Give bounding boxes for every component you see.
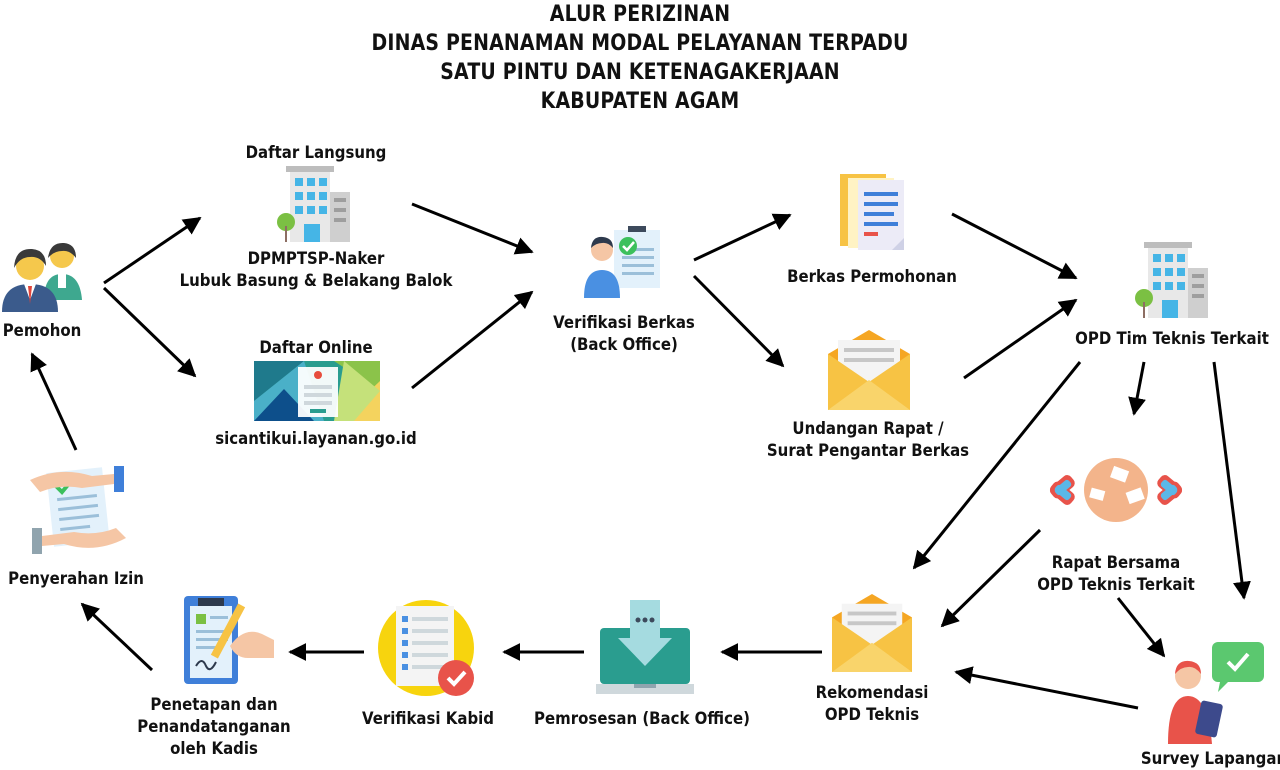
survey-lapangan-label: Survey Lapangan: [1140, 749, 1280, 769]
arrow-verifikasi-to-berkas: [693, 213, 792, 262]
arrow-berkas-to-opd: [951, 212, 1078, 280]
users-icon: [2, 242, 82, 312]
verifikasi-berkas-label: Verifikasi Berkas (Back Office): [553, 312, 695, 356]
daftar-langsung-office-label: DPMPTSP-Naker Lubuk Basung & Belakang Ba…: [180, 248, 453, 292]
rekomendasi-line-2: OPD Teknis: [824, 705, 920, 725]
signing-document-icon: [184, 596, 274, 684]
penetapan-line-3: oleh Kadis: [170, 739, 258, 759]
checklist-approved-icon: [378, 600, 474, 696]
opd-tim-teknis-label: OPD Tim Teknis Terkait: [1075, 329, 1269, 349]
arrow-langsung-to-verifikasi: [411, 202, 534, 255]
penetapan-line-2: Penandatanganan: [137, 717, 291, 737]
arrow-pemohon-to-online: [102, 286, 197, 378]
penetapan-label: Penetapan dan Penandatanganan oleh Kadis: [137, 694, 290, 760]
undangan-rapat-line-1: Undangan Rapat /: [792, 419, 944, 439]
title-line-1: ALUR PERIZINAN: [549, 2, 731, 27]
undangan-rapat-line-2: Surat Pengantar Berkas: [766, 441, 970, 461]
title-line-2: DINAS PENANAMAN MODAL PELAYANAN TERPADU: [371, 31, 909, 56]
undangan-rapat-label: Undangan Rapat / Surat Pengantar Berkas: [767, 418, 969, 462]
office-building-icon: [1135, 242, 1208, 318]
penyerahan-izin-label: Penyerahan Izin: [8, 569, 144, 589]
rapat-bersama-line-1: Rapat Bersama: [1051, 553, 1181, 573]
arrow-online-to-verifikasi: [411, 290, 534, 390]
title-line-3: SATU PINTU DAN KETENAGAKERJAAN: [440, 60, 840, 85]
arrow-undangan-to-opd: [963, 298, 1078, 380]
rekomendasi-label: Rekomendasi OPD Teknis: [816, 682, 929, 726]
daftar-online-heading: Daftar Online: [259, 338, 373, 358]
arrow-rapat-to-survey: [1116, 597, 1166, 658]
daftar-online-url: sicantikui.layanan.go.id: [215, 429, 417, 449]
laptop-download-icon: [596, 600, 694, 694]
documents-icon: [840, 174, 904, 250]
pemohon-label: Pemohon: [2, 321, 82, 341]
envelope-icon: [832, 594, 912, 672]
berkas-permohonan-label: Berkas Permohonan: [787, 267, 957, 287]
arrow-survey-to-rekomendasi: [954, 666, 1139, 710]
arrow-opd-to-survey: [1212, 361, 1251, 600]
rapat-bersama-line-2: OPD Teknis Terkait: [1037, 575, 1195, 595]
arrow-pemohon-to-langsung: [103, 216, 202, 285]
arrow-rapat-to-rekomendasi: [940, 528, 1042, 628]
arrow-opd-to-rekomendasi: [912, 361, 1082, 570]
arrow-penetapan-to-penyerahan: [80, 602, 154, 672]
daftar-langsung-heading: Daftar Langsung: [245, 143, 387, 163]
daftar-langsung-line-1: DPMPTSP-Naker: [247, 249, 385, 269]
pemrosesan-label: Pemrosesan (Back Office): [534, 709, 750, 729]
meeting-table-icon: [1049, 458, 1183, 522]
arrow-opd-to-rapat: [1128, 361, 1146, 416]
arrow-penyerahan-to-pemohon: [30, 352, 78, 451]
survey-person-icon: [1168, 642, 1264, 744]
title-line-4: KABUPATEN AGAM: [540, 89, 740, 114]
rapat-bersama-label: Rapat Bersama OPD Teknis Terkait: [1037, 552, 1195, 596]
envelope-icon: [828, 330, 910, 410]
handover-document-icon: [30, 466, 126, 554]
diagram-title: ALUR PERIZINAN DINAS PENANAMAN MODAL PEL…: [90, 0, 1191, 116]
verifikasi-berkas-line-2: (Back Office): [570, 335, 678, 355]
daftar-langsung-line-2: Lubuk Basung & Belakang Balok: [179, 271, 453, 291]
verifikasi-berkas-line-1: Verifikasi Berkas: [553, 313, 695, 333]
officer-checklist-icon: [584, 226, 660, 298]
penetapan-line-1: Penetapan dan: [150, 695, 278, 715]
website-screenshot-icon: [254, 361, 380, 421]
rekomendasi-line-1: Rekomendasi: [815, 683, 929, 703]
office-building-icon: [277, 166, 350, 242]
verifikasi-kabid-label: Verifikasi Kabid: [361, 709, 495, 729]
arrow-verifikasi-to-undangan: [692, 274, 785, 368]
